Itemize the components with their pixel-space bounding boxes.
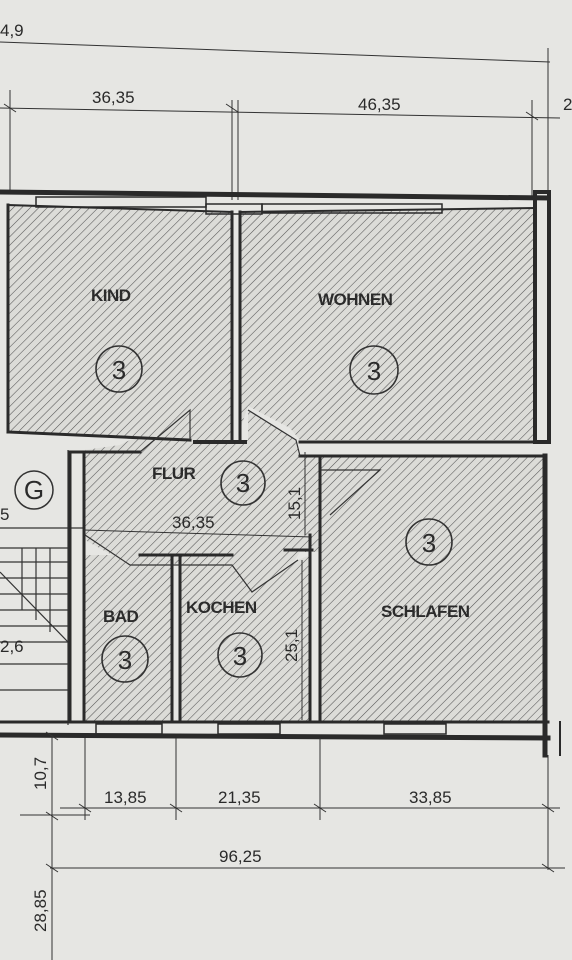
svg-text:G: G <box>24 475 44 505</box>
hall-dimension-lines <box>83 452 313 720</box>
dim-top-right: 46,35 <box>358 95 401 114</box>
room-schlafen <box>320 456 545 722</box>
room-flur-label: FLUR <box>152 464 196 483</box>
room-kind-label-group: KIND 3 <box>91 286 143 393</box>
dim-hall-width: 36,35 <box>172 513 215 532</box>
room-flur <box>85 410 380 592</box>
dim-bottom-overall: 96,25 <box>219 847 262 866</box>
room-kochen-badge: 3 <box>233 641 247 671</box>
room-bad-badge: 3 <box>118 645 132 675</box>
dim-left-large: 28,85 <box>31 889 50 932</box>
room-schlafen-label-group: SCHLAFEN 3 <box>381 518 470 621</box>
room-kochen-label: KOCHEN <box>186 598 257 617</box>
room-flur-badge: 3 <box>236 468 250 498</box>
room-schlafen-label: SCHLAFEN <box>381 602 470 621</box>
dim-bottom-bad: 13,85 <box>104 788 147 807</box>
dim-kitchen-height: 25,1 <box>282 629 301 662</box>
dim-left-small: 10,7 <box>31 757 50 790</box>
room-kind-badge: 3 <box>112 355 126 385</box>
room-wohnen-badge: 3 <box>367 356 381 386</box>
room-bad-label: BAD <box>103 607 139 626</box>
dim-top-edge-fragment: 2 <box>563 95 572 114</box>
dim-bottom-kochen: 21,35 <box>218 788 261 807</box>
dim-left-stair-lower: 2,6 <box>0 637 24 656</box>
room-bad-label-group: BAD 3 <box>101 607 149 683</box>
dim-top-overall: 4,9 <box>0 21 24 40</box>
dim-bottom-schlafen: 33,85 <box>409 788 452 807</box>
dim-hall-height: 15,1 <box>285 487 304 520</box>
room-schlafen-badge: 3 <box>422 528 436 558</box>
room-bad <box>85 555 172 722</box>
stair-symbol: G <box>14 470 54 510</box>
room-kochen <box>180 555 310 722</box>
room-flur-label-group: FLUR 3 <box>152 460 266 506</box>
dimension-lines-top <box>0 41 561 200</box>
room-wohnen <box>240 208 535 440</box>
walls <box>0 189 561 758</box>
room-kochen-label-group: KOCHEN 3 <box>186 598 263 678</box>
room-kind <box>8 205 232 440</box>
room-kind-label: KIND <box>91 286 131 305</box>
dim-top-left: 36,35 <box>92 88 135 107</box>
room-wohnen-label: WOHNEN <box>318 290 393 309</box>
dimension-lines-bottom <box>20 731 565 960</box>
stairs <box>0 450 84 725</box>
room-wohnen-label-group: WOHNEN 3 <box>318 290 399 395</box>
room-fills <box>8 205 545 722</box>
door-swings <box>84 408 382 593</box>
dim-left-stair: 5 <box>0 505 9 524</box>
